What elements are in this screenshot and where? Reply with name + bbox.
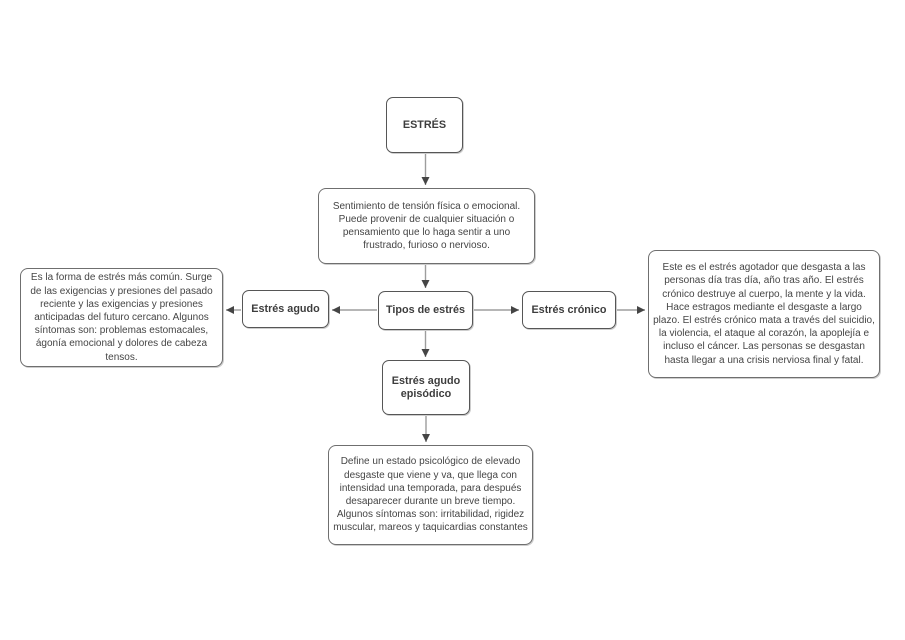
- description-estres-agudo: Es la forma de estrés más común. Surge d…: [20, 268, 223, 367]
- node-tipos-de-estres: Tipos de estrés: [378, 291, 473, 330]
- description-definicion-estres: Sentimiento de tensión física o emociona…: [318, 188, 535, 264]
- node-estres-agudo: Estrés agudo: [242, 290, 329, 328]
- node-estres-cronico: Estrés crónico: [522, 291, 616, 329]
- description-estres-cronico: Este es el estrés agotador que desgasta …: [648, 250, 880, 378]
- node-estres: ESTRÉS: [386, 97, 463, 153]
- description-estres-agudo-episodico: Define un estado psicológico de elevado …: [328, 445, 533, 545]
- node-estres-agudo-episodico: Estrés agudo episódico: [382, 360, 470, 415]
